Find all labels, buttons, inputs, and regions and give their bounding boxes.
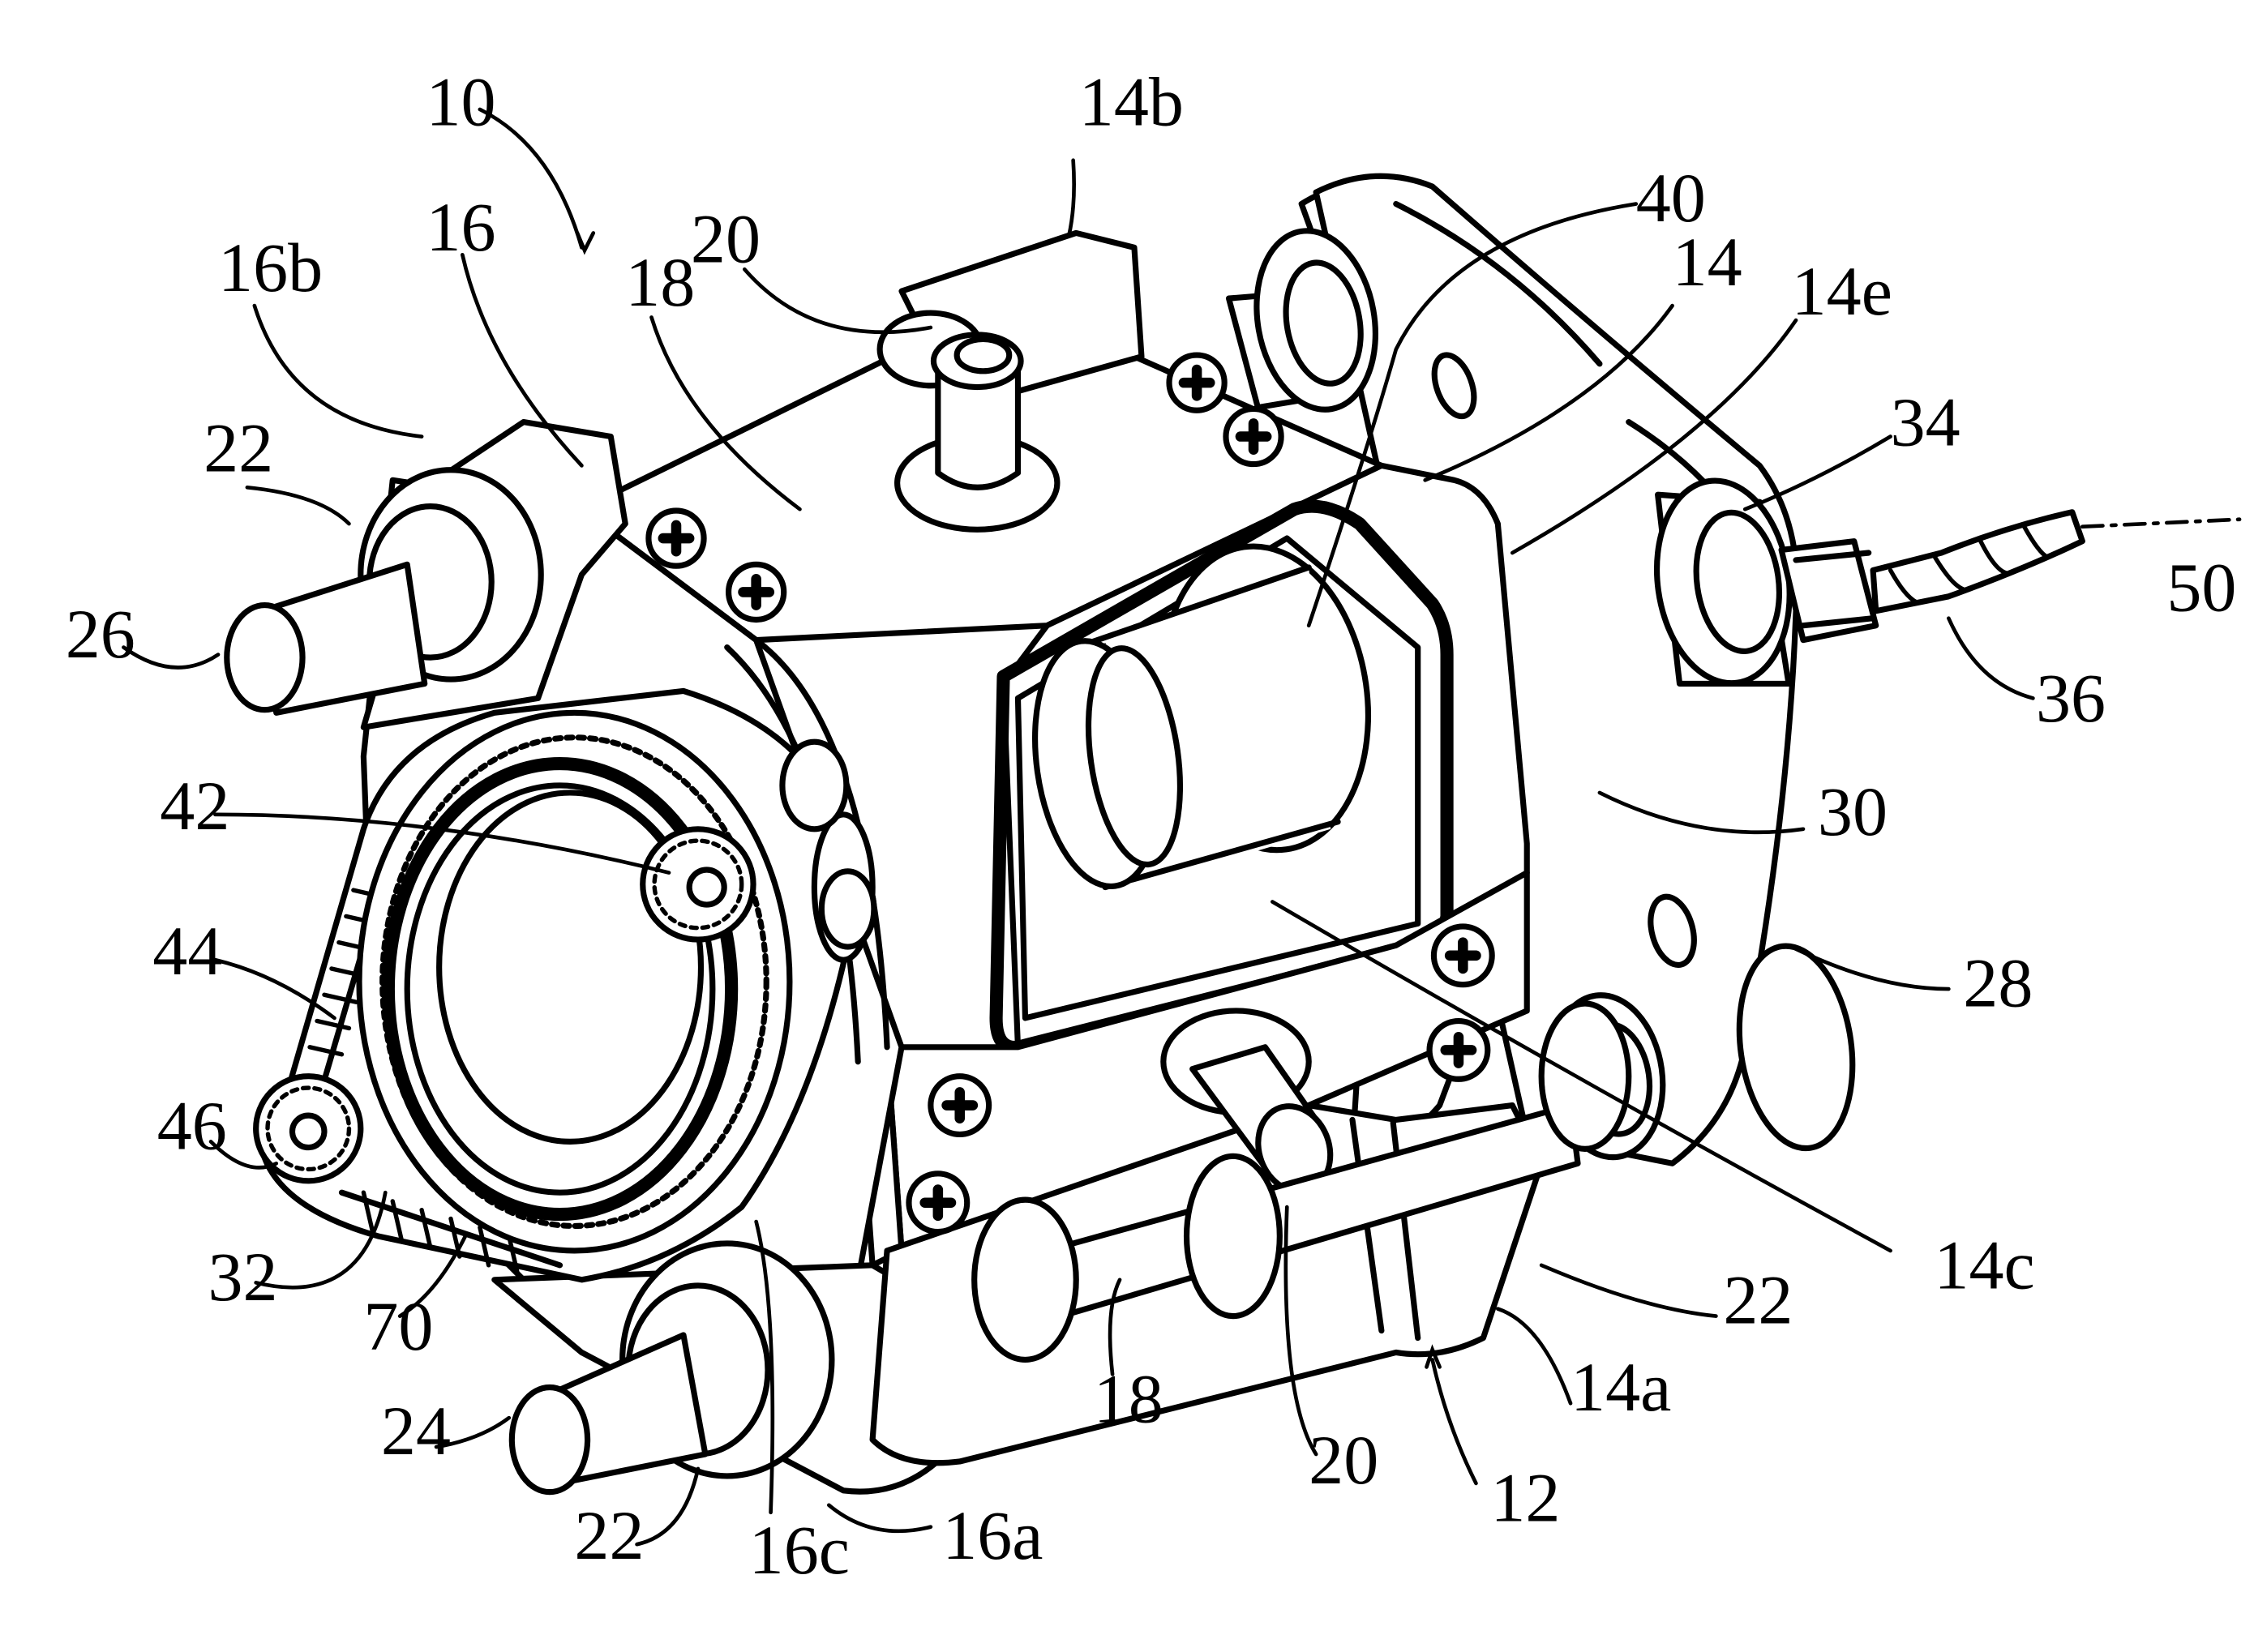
label-22-bottom: 22 <box>574 1496 644 1574</box>
label-14c: 14c <box>1934 1226 2034 1304</box>
label-44: 44 <box>152 912 222 990</box>
label-28: 28 <box>1963 944 2033 1022</box>
drive-gear <box>643 829 753 939</box>
label-22-left: 22 <box>204 409 273 487</box>
label-24: 24 <box>381 1392 451 1470</box>
label-14b: 14b <box>1079 63 1184 141</box>
label-12: 12 <box>1490 1459 1560 1537</box>
label-42: 42 <box>160 767 229 845</box>
label-16: 16 <box>426 188 496 266</box>
label-18-bottom: 18 <box>1094 1360 1163 1438</box>
label-46: 46 <box>157 1086 227 1164</box>
label-14a: 14a <box>1571 1348 1671 1426</box>
label-14e: 14e <box>1792 252 1892 330</box>
label-70: 70 <box>363 1287 433 1365</box>
label-16b: 16b <box>218 229 323 306</box>
label-20-bottom: 20 <box>1309 1421 1378 1499</box>
label-22-right: 22 <box>1723 1261 1793 1339</box>
label-20-top: 20 <box>691 199 761 277</box>
label-10: 10 <box>426 63 496 141</box>
label-18-top: 18 <box>625 243 695 321</box>
label-16c: 16c <box>749 1511 850 1589</box>
label-34: 34 <box>1891 383 1960 460</box>
label-26: 26 <box>66 595 135 673</box>
label-36: 36 <box>2036 659 2106 737</box>
label-50: 50 <box>2166 549 2236 627</box>
label-32: 32 <box>208 1238 277 1316</box>
label-14: 14 <box>1673 223 1742 301</box>
label-30: 30 <box>1818 773 1888 850</box>
label-16a: 16a <box>942 1496 1043 1574</box>
